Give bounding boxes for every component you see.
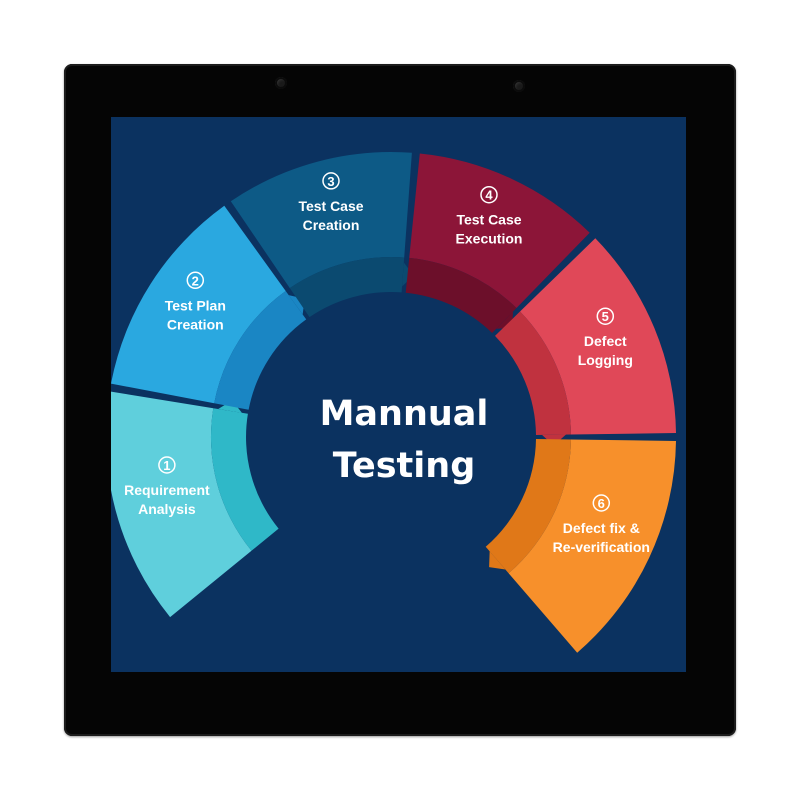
step-5-label-line-2: Logging: [578, 352, 633, 368]
step-6-number-circle: [592, 494, 611, 512]
step-1-label-line-2: Analysis: [138, 501, 196, 517]
step-6-segment: [508, 439, 676, 653]
step-6-number: 6: [598, 496, 605, 511]
step-4-label-line-1: Test Case: [456, 212, 521, 228]
step-4-segment: [409, 153, 590, 308]
step-6-label-line-2: Re-verification: [553, 539, 650, 555]
step-2-label-line-1: Test Plan: [165, 297, 226, 313]
step-2-number: 2: [192, 273, 199, 288]
step-1-inner-band: [210, 408, 279, 551]
camera-left-icon: [275, 77, 287, 89]
center-title-line-2: Testing: [333, 446, 476, 486]
step-4-number: 4: [485, 188, 493, 203]
step-3-number-circle: [322, 172, 340, 190]
step-1-label-line-1: Requirement: [124, 482, 210, 498]
step-4-number-circle: [480, 185, 498, 204]
step-5-inner-band: [495, 311, 571, 435]
step-4-label-line-2: Execution: [456, 231, 523, 247]
step-3-label-line-1: Test Case: [298, 198, 363, 214]
step-4-inner-band: [405, 257, 517, 333]
step-6-arrow-notch: [489, 551, 506, 570]
step-5-label-line-1: Defect: [584, 333, 627, 349]
step-2-label-line-2: Creation: [167, 316, 224, 332]
step-3-number: 3: [327, 174, 334, 189]
step-2-inner-band: [214, 291, 307, 410]
step-2-number-circle: [186, 271, 205, 290]
step-5-segment: [520, 238, 676, 435]
step-3-inner-band: [289, 257, 405, 318]
step-6-inner-band: [485, 439, 571, 574]
step-1-number: 1: [163, 458, 170, 473]
step-1-arrow-notch: [218, 400, 242, 413]
step-1-number-circle: [158, 456, 176, 474]
step-6-label-line-1: Defect fix &: [563, 520, 640, 536]
step-3-segment: [230, 152, 412, 289]
step-5-number: 5: [602, 309, 609, 324]
step-5-number-circle: [596, 307, 615, 325]
camera-right-icon: [513, 80, 525, 92]
step-3-label-line-2: Creation: [303, 217, 360, 233]
step-1-segment: [111, 391, 252, 618]
center-title-line-1: Mannual: [320, 394, 489, 434]
step-2-segment: [111, 205, 286, 404]
